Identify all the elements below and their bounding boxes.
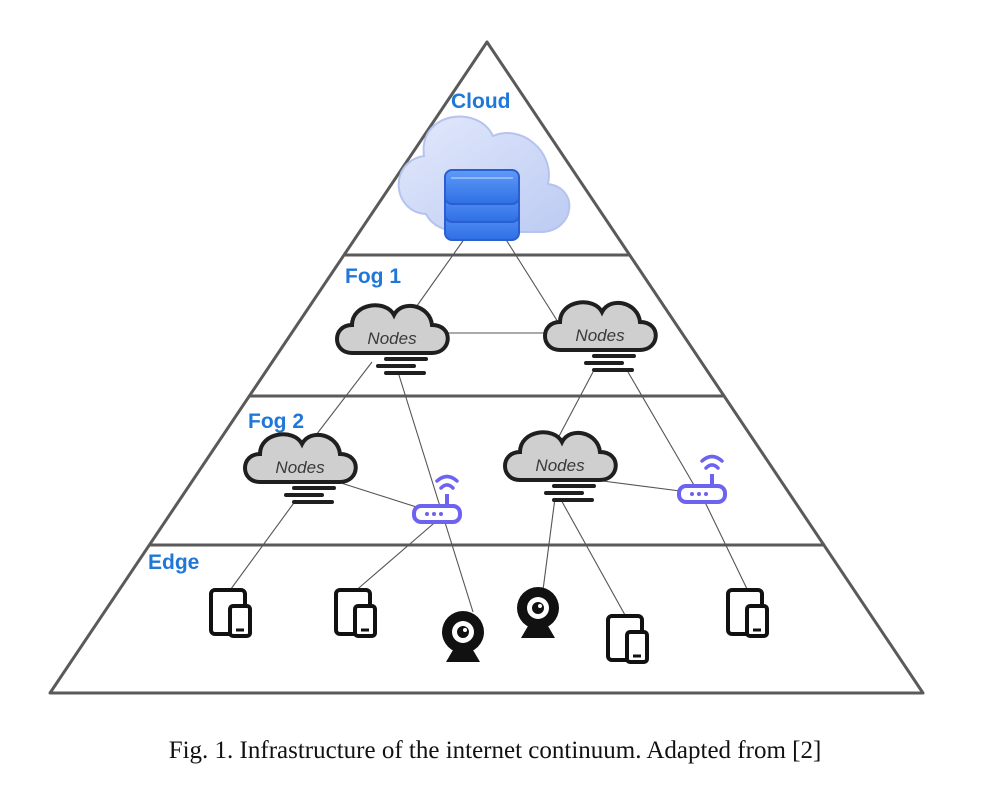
fog1-node-left: Nodes <box>335 303 450 375</box>
tablet-phone-icon <box>606 614 649 664</box>
layer-label-fog2: Fog 2 <box>248 410 304 433</box>
fog1-node-right: Nodes <box>543 300 658 372</box>
node-label: Nodes <box>367 329 417 348</box>
layer-label-fog1: Fog 1 <box>345 265 401 288</box>
layer-label-cloud: Cloud <box>451 90 510 113</box>
figure-caption: Fig. 1. Infrastructure of the internet c… <box>168 737 822 764</box>
layer-label-edge: Edge <box>148 551 199 574</box>
pyramid-outline <box>48 40 925 695</box>
node-label: Nodes <box>535 456 585 475</box>
tablet-phone-icon <box>209 588 252 638</box>
tablet-phone-icon <box>334 588 377 638</box>
node-label: Nodes <box>575 326 625 345</box>
pyramid-diagram: Nodes Nodes Nodes Nodes Cloud Fog 1 Fog … <box>48 40 925 695</box>
node-label: Nodes <box>275 458 325 477</box>
fog2-node-left: Nodes <box>243 432 358 504</box>
tablet-phone-icon <box>726 588 769 638</box>
fog2-node-right: Nodes <box>503 430 618 502</box>
server-stack-icon <box>444 169 520 241</box>
